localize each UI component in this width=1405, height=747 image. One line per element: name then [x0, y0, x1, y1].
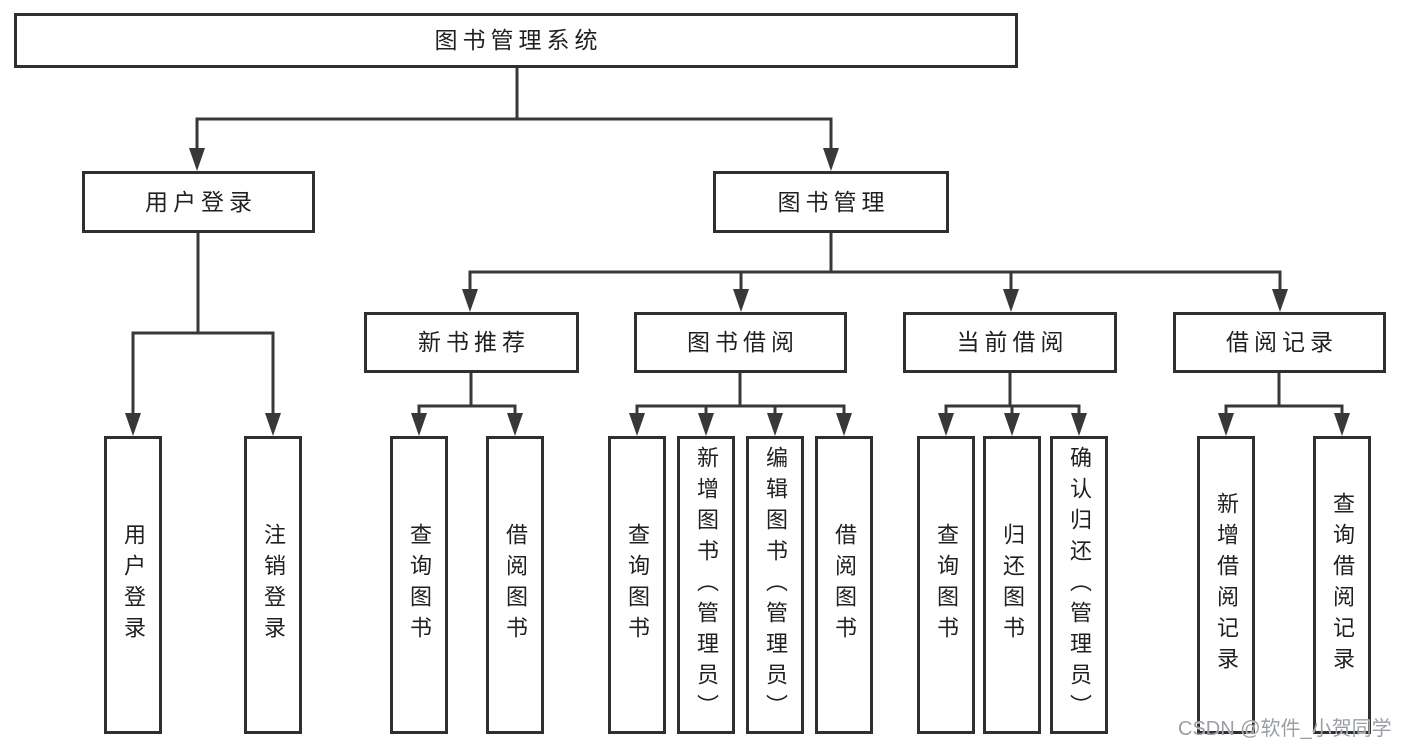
node-bb-borrow-books: 借阅图书	[815, 436, 873, 734]
node-label: 查询图书	[625, 523, 650, 647]
node-label: 编辑图书（管理员）	[763, 445, 788, 725]
node-label: 查询图书	[934, 523, 959, 647]
node-library-system: 图书管理系统	[14, 13, 1018, 68]
node-cb-query-books: 查询图书	[917, 436, 975, 734]
node-bb-add-books-admin: 新增图书（管理员）	[677, 436, 735, 734]
node-label: 借阅图书	[832, 523, 857, 647]
edges-user-login	[125, 233, 281, 436]
node-label: 图书管理	[777, 188, 890, 215]
node-label: 查询借阅记录	[1330, 492, 1355, 678]
edges-root	[189, 68, 839, 171]
node-current-borrowing: 当前借阅	[903, 312, 1117, 373]
edges-current-borrow	[938, 373, 1087, 436]
node-leaf-user-login: 用户登录	[104, 436, 162, 734]
node-cb-return-books: 归还图书	[983, 436, 1041, 734]
node-label: 用户登录	[121, 523, 146, 647]
node-nb-query-books: 查询图书	[390, 436, 448, 734]
node-label: 借阅记录	[1226, 329, 1338, 355]
csdn-watermark: CSDN @软件_小贺同学	[1178, 718, 1392, 740]
node-user-login: 用户登录	[82, 171, 315, 233]
node-label: 图书借阅	[687, 329, 799, 355]
node-book-management: 图书管理	[713, 171, 949, 233]
edges-new-books	[411, 373, 523, 436]
node-label: 注销登录	[261, 523, 286, 647]
node-label: 查询图书	[407, 523, 432, 647]
edges-borrow-records	[1218, 373, 1350, 436]
node-leaf-logout: 注销登录	[244, 436, 302, 734]
node-label: 图书管理系统	[434, 27, 603, 53]
edges-book-mgmt	[462, 233, 1288, 312]
node-book-borrowing: 图书借阅	[634, 312, 847, 373]
node-new-book-recommend: 新书推荐	[364, 312, 579, 373]
node-label: 归还图书	[1000, 523, 1025, 647]
node-nb-borrow-books: 借阅图书	[486, 436, 544, 734]
node-label: 借阅图书	[503, 523, 528, 647]
node-label: 新增图书（管理员）	[694, 445, 719, 725]
edges-book-borrow	[629, 373, 852, 436]
node-label: 新书推荐	[418, 329, 530, 355]
node-br-query-record: 查询借阅记录	[1313, 436, 1371, 734]
node-bb-edit-books-admin: 编辑图书（管理员）	[746, 436, 804, 734]
node-label: 用户登录	[145, 188, 257, 215]
node-label: 新增借阅记录	[1214, 492, 1239, 678]
node-br-add-record: 新增借阅记录	[1197, 436, 1255, 734]
node-label: 确认归还（管理员）	[1067, 445, 1092, 725]
node-cb-confirm-return-admin: 确认归还（管理员）	[1050, 436, 1108, 734]
node-borrowing-records: 借阅记录	[1173, 312, 1386, 373]
node-label: 当前借阅	[956, 329, 1069, 355]
node-bb-query-books: 查询图书	[608, 436, 666, 734]
